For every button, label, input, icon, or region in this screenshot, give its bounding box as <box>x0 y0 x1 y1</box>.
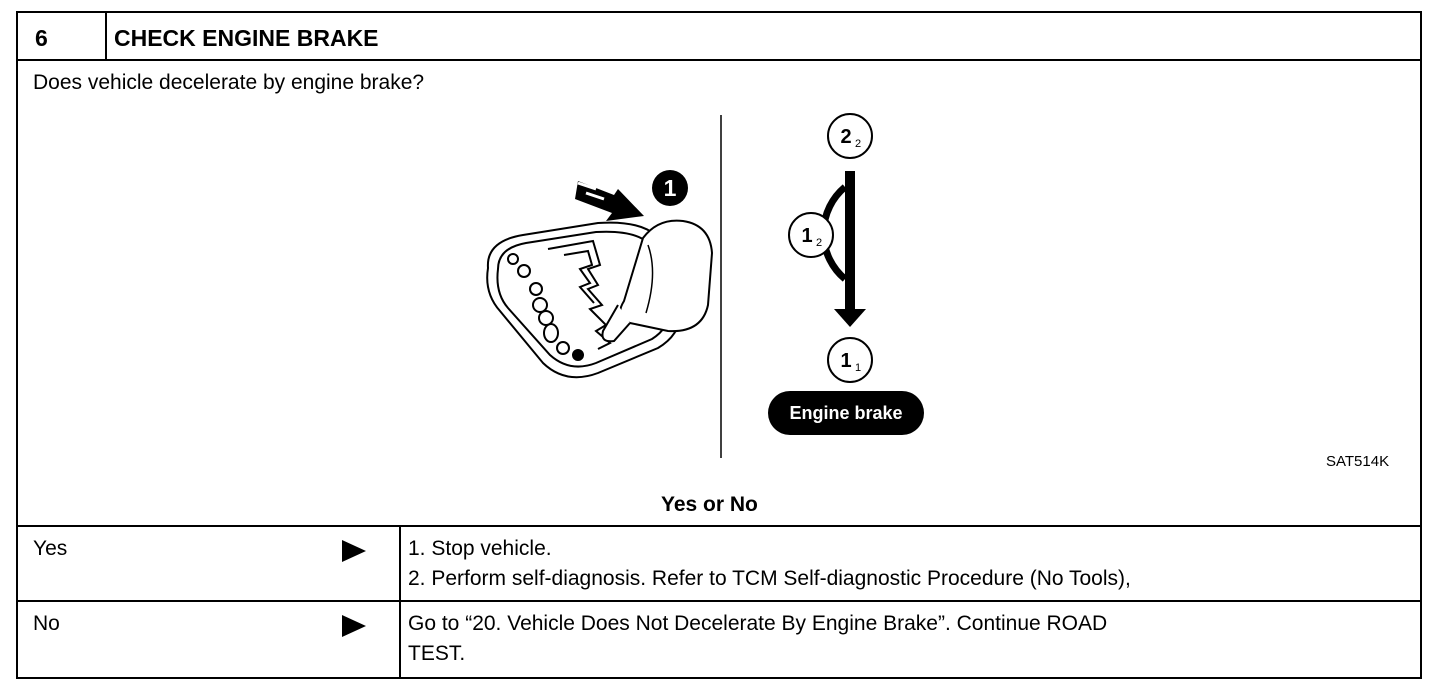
shift-lever-icon <box>486 219 714 379</box>
svg-text:2: 2 <box>855 138 861 150</box>
procedure-box: 6 CHECK ENGINE BRAKE Does vehicle decele… <box>16 11 1422 679</box>
yes-action-2: 2. Perform self-diagnosis. Refer to TCM … <box>408 567 1131 590</box>
no-label: No <box>33 612 60 635</box>
svg-text:2: 2 <box>840 126 851 148</box>
svg-text:1: 1 <box>855 362 861 374</box>
yes-label: Yes <box>33 537 68 560</box>
yes-or-no-prompt: Yes or No <box>661 493 758 516</box>
position-diagram: 2 2 1 2 1 1 Engine brake <box>768 113 924 435</box>
step-title: CHECK ENGINE BRAKE <box>114 25 379 51</box>
header-divider <box>105 13 107 59</box>
svg-text:1: 1 <box>840 350 851 372</box>
position-1-1: 1 1 <box>827 337 873 383</box>
arrow-right-icon <box>342 540 366 562</box>
answer-divider <box>399 525 401 679</box>
yes-actions: 1. Stop vehicle. 2. Perform self-diagnos… <box>408 534 1131 594</box>
marker-one: 1 <box>652 170 688 206</box>
svg-text:Engine brake: Engine brake <box>789 403 902 423</box>
no-action-2: TEST. <box>408 642 466 665</box>
step-number: 6 <box>35 25 48 51</box>
question-text: Does vehicle decelerate by engine brake? <box>33 71 425 94</box>
no-actions: Go to “20. Vehicle Does Not Decelerate B… <box>408 609 1107 669</box>
yes-action-1: 1. Stop vehicle. <box>408 537 552 560</box>
no-action-1: Go to “20. Vehicle Does Not Decelerate B… <box>408 612 1108 635</box>
svg-text:2: 2 <box>816 237 822 249</box>
engine-brake-label: Engine brake <box>768 391 924 435</box>
shift-lever-figure: 1 <box>486 113 924 458</box>
answer-row-rule <box>18 600 1420 602</box>
svg-text:1: 1 <box>664 175 677 201</box>
figure-code: SAT514K <box>1326 453 1390 470</box>
position-2-2: 2 2 <box>827 113 873 159</box>
arrow-right-icon <box>342 615 366 637</box>
svg-text:1: 1 <box>801 225 812 247</box>
position-1-2: 1 2 <box>788 212 834 258</box>
answer-top-rule <box>18 525 1420 527</box>
header-rule <box>18 59 1420 61</box>
push-arrow-icon <box>575 181 644 221</box>
